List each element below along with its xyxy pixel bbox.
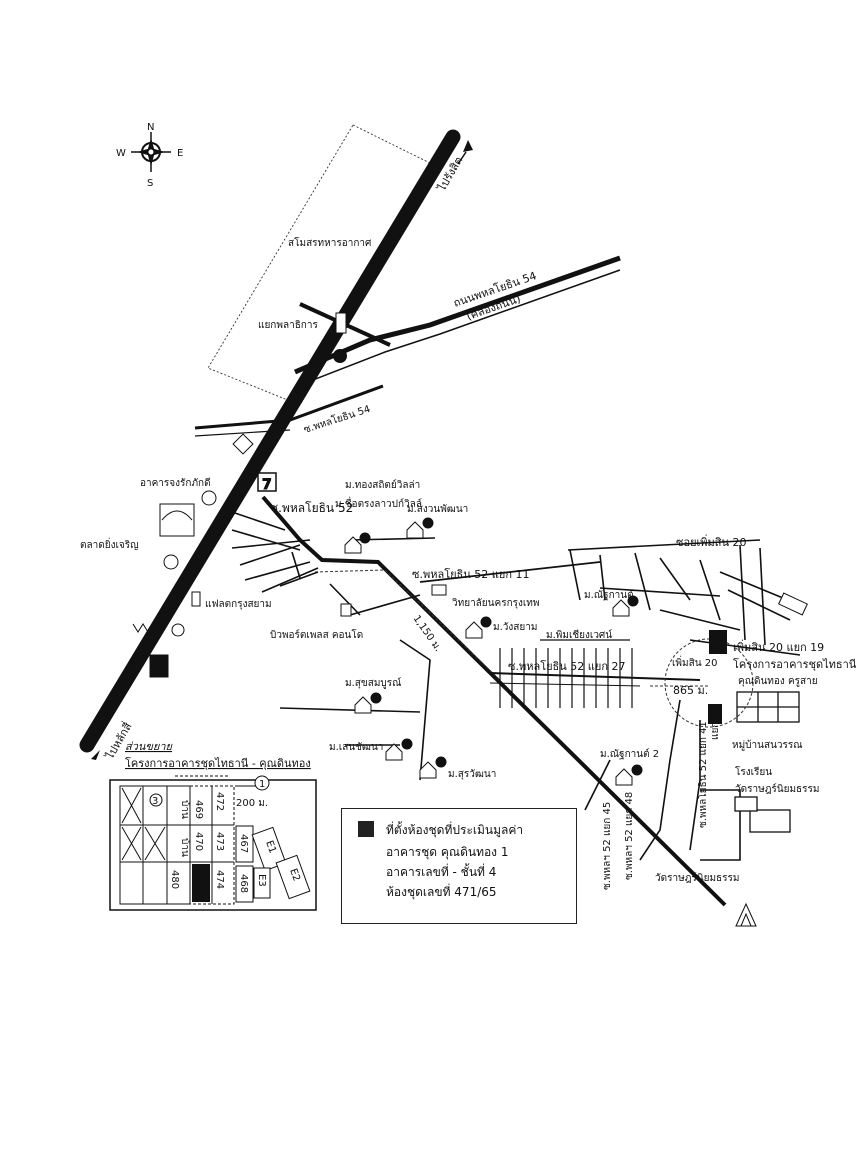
project-blocks	[734, 691, 800, 833]
legend-line-1: ที่ตั้งห้องชุดที่ประเมินมูลค่า	[386, 823, 524, 837]
monument-icon	[333, 349, 347, 363]
map-text-inset-blocks-10: E3	[256, 874, 267, 887]
soi52-label: ซ.พหลโยธิน 52	[270, 501, 353, 515]
school-sub-label: วัดราษฎร์นิยมธรรม	[735, 783, 820, 795]
intersection-label: แยกพลาธิการ	[258, 320, 318, 331]
west-soi-grid	[231, 511, 436, 616]
d200-label: 200 ม.	[236, 798, 268, 809]
airforce-label: สโมสรทหารอากาศ	[288, 236, 372, 249]
compass-s: S	[147, 178, 153, 189]
soi52-43-label: แยก 43	[710, 706, 721, 740]
inset-title: ส่วนขยาย	[125, 740, 174, 753]
inset-subtitle: โครงการอาคารชุดไทธานี - คุณดินทอง	[125, 756, 311, 770]
landmark-icons: 7	[132, 433, 757, 927]
main-road-label: ถนนพหลโยธิน	[342, 247, 389, 315]
main-road	[79, 129, 461, 753]
map-text-inset-blocks-2: 473	[214, 832, 225, 851]
condo-label: บิวพอร์ตเพลส คอนโด	[270, 628, 363, 641]
arrow-north-icon	[463, 140, 473, 152]
inset-map: ส่วนขยาย โครงการอาคารชุดไทธานี - คุณดินท…	[109, 740, 317, 911]
temple-label: วัดราษฎร์นิยมธรรม	[655, 872, 740, 884]
soi27-comb	[499, 639, 633, 708]
nisakarn2-label: ม.ณัฐกานต์ 2	[600, 748, 659, 760]
soi52-11-label: ซ.พหลโยธิน 52 แยก 11	[412, 567, 529, 581]
agc-sign	[778, 592, 808, 616]
sensatthana-label: ม.เสนชัฒนา	[329, 742, 383, 753]
map-text-inset-blocks-7: 468	[238, 874, 249, 893]
wangsiam-label: ม.วังสยาม	[493, 622, 537, 633]
soi52-road	[261, 495, 727, 907]
map-text-inset-blocks-0: 472	[214, 792, 225, 811]
thongsathit-label: ม.ทองสถิตย์วิลล่า	[345, 479, 420, 491]
project-sub-label: คุณดินทอง ครูสาย	[738, 676, 818, 687]
pimchiang-label: ม.พิมเชียงเวศน์	[546, 629, 612, 641]
minor-roads	[279, 639, 741, 861]
arrow-south-icon	[91, 750, 100, 760]
map-text-inset-blocks-9: E2	[287, 867, 302, 883]
suksomboon-label: ม.สุขสมบูรณ์	[345, 677, 401, 689]
jarukpakdi-label: อาคารจงรักภักดี	[140, 477, 211, 489]
soi-permsin20-label: ซอยเพิ่มสิน 20	[676, 534, 747, 549]
traffic-light-icon	[335, 312, 347, 334]
permsin-20-19-label: เพิ่มสิน 20 แยก 19	[733, 639, 824, 654]
map-text-inset-house: บ้าน	[179, 838, 191, 857]
soi52-45-label: ซ.พหลฯ 52 แยก 45	[602, 802, 613, 890]
soi52-11-road	[419, 561, 601, 583]
soi54-label: ซ.พหลโยธิน 54	[302, 402, 372, 436]
east-soi-grid	[567, 539, 801, 656]
soi52-48-label: ซ.พหลฯ 52 แยก 48	[624, 792, 635, 880]
nisakarn-label: ม.ณัฐกานต์	[584, 589, 634, 601]
house-icons	[344, 517, 643, 786]
map-text-inset-blocks-3: 470	[193, 832, 204, 851]
village-label: หมู่บ้านสนวรรณ	[732, 739, 803, 751]
soi52-41-label: ซ.พหลโยธิน 52 แยก 41	[696, 721, 709, 828]
school-label: โรงเรียน	[735, 765, 772, 778]
legend-line-4: ห้องชุดเลขที่ 471/65	[386, 885, 497, 899]
compass-icon: N S W E	[116, 122, 183, 189]
map-text-inset-blocks-1: 469	[193, 800, 204, 819]
project-marker	[709, 630, 727, 654]
svg-text:7: 7	[262, 477, 272, 493]
market-label: ตลาดยิ่งเจริญ	[80, 537, 139, 551]
inset-marker: 1	[259, 779, 265, 790]
college-label: วิทยาลัยนครกรุงเทพ	[452, 598, 540, 609]
compass-n: N	[147, 122, 154, 133]
map-text-inset-house: บ้าน	[179, 800, 191, 819]
soi52-27-road	[489, 672, 701, 681]
map-text-inset-blocks-8: E1	[263, 839, 278, 855]
chuanchuen-label: ม.ชื่อตรงลาวปก์วิลล์	[335, 496, 422, 510]
soi52-27-label: ซ.พหลโยธิน 52 แยก 27	[508, 659, 625, 673]
phahon54-road	[294, 255, 621, 375]
legend-swatch	[358, 821, 374, 837]
d865-label: 865 ม.	[673, 684, 708, 697]
map-text-inset-blocks-6: 467	[238, 834, 249, 853]
legend: ที่ตั้งห้องชุดที่ประเมินมูลค่า อาคารชุด …	[341, 808, 577, 924]
compass-e: E	[177, 148, 183, 159]
songnamphatana-label: ม.สงวนพัฒนา	[407, 504, 468, 515]
compass-w: W	[116, 148, 126, 159]
inset-circle3: 3	[152, 796, 158, 807]
permsin20-small-label: เพิ่มสิน 20	[672, 655, 717, 669]
project-label: โครงการอาคารชุดไทธานี	[733, 657, 857, 671]
legend-line-3: อาคารเลขที่ - ชั้นที่ 4	[386, 865, 497, 879]
map-text-inset-blocks-5: 480	[169, 870, 180, 889]
surawatana-label: ม.สุรวัฒนา	[448, 769, 496, 780]
map-text-inset-blocks-4: 474	[214, 870, 225, 889]
flat-label: แฟลตกรุงสยาม	[205, 599, 272, 610]
legend-line-2: อาคารชุด คุณดินทอง 1	[386, 845, 509, 859]
soi54-road	[194, 384, 384, 430]
